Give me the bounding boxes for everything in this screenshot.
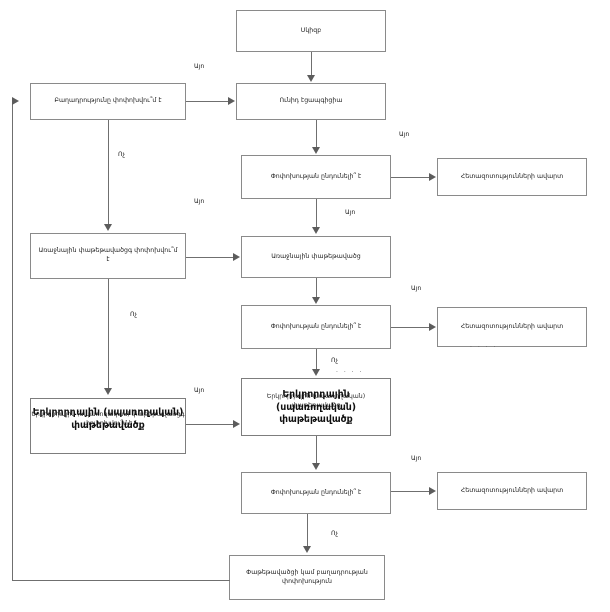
edge-secondary-packaging-to-acceptable3 (316, 436, 317, 464)
node-change-acceptable-3-label: Փոփոխության ընդունելի՞ է (270, 488, 362, 496)
edge-composition-to-primary-changes (108, 120, 109, 225)
edge-acceptable2-to-end2 (391, 327, 430, 328)
edge-acceptable2-to-end2-arrow (429, 323, 436, 331)
node-secondary-packaging-changes-big-label: Երկրորդային (սպառողական) փաթեթավածք (32, 407, 184, 431)
edge-label-yes-1: Այո (194, 63, 205, 70)
edge-acceptable2-to-secondary-packaging (316, 349, 317, 370)
node-composition-changes-label: Բաղադրությունը փոփոխվու՞մ է (54, 97, 162, 104)
edge-label-no-1: Ոչ (118, 151, 126, 158)
edge-secondary-packaging-to-acceptable3-arrow (312, 463, 320, 470)
node-primary-packaging-changes-label: Առաջնային փաթեթավածցգ փոփոխվու՞մ է (38, 247, 178, 263)
node-primary-packaging-changes: Առաջնային փաթեթավածցգ փոփոխվու՞մ է (30, 233, 186, 279)
node-change-acceptable-2-label: Փոփոխության ընդունելի՞ է (270, 322, 362, 330)
edge-label-yes-5: Այո (411, 285, 422, 292)
edge-acceptable1-to-primary-packaging-arrow (312, 227, 320, 234)
edge-acceptable3-to-end3 (391, 491, 430, 492)
edge-composition-to-primary-changes-arrow (104, 224, 112, 231)
edge-acceptable3-to-final-arrow (303, 546, 311, 553)
node-secondary-packaging-changes: Երկրորդային (սպառողական) փաթեթավածցգ փոփ… (30, 398, 186, 454)
node-composition-changes: Բաղադրությունը փոփոխվու՞մ է (30, 83, 186, 120)
edge-composition-to-exposition (186, 101, 229, 102)
edge-label-yes-4: Այո (345, 209, 356, 216)
edge-primary-changes-to-primary-packaging (186, 257, 234, 258)
node-change-acceptable-1: Փոփոխության ընդունելի՞ է (241, 155, 391, 199)
edge-label-yes-2: Այո (399, 131, 410, 138)
edge-acceptable3-to-end3-arrow (429, 487, 436, 495)
edge-start-to-exposition (311, 52, 312, 76)
node-secondary-packaging: Երկրորդային (սպառողական) փաթեթավածց Երկր… (241, 378, 391, 436)
node-change-acceptable-2: Փոփոխության ընդունելի՞ է (241, 305, 391, 349)
edge-label-yes-6: Այո (194, 387, 205, 394)
edge-primary-packaging-to-acceptable2-arrow (312, 297, 320, 304)
node-research-end-3-label: Հետազոտությունների ավարտ (460, 486, 564, 494)
decorative-dots-2: · · · · (470, 344, 498, 351)
edge-primary-changes-to-primary-packaging-arrow (233, 253, 240, 261)
node-research-end-2: Հետազոտությունների ավարտ (437, 307, 587, 347)
edge-label-no-2: Ոչ (130, 311, 138, 318)
edge-acceptable3-to-final (307, 514, 308, 547)
edge-label-no-4: Ոչ (331, 530, 339, 537)
edge-start-to-exposition-arrow (307, 75, 315, 82)
node-change-acceptable-1-label: Փոփոխության ընդունելի՞ է (270, 172, 362, 180)
edge-secondary-changes-to-secondary-packaging-arrow (233, 420, 240, 428)
decorative-dots-1: · · · · (336, 369, 364, 376)
node-primary-packaging: Առաջնային փաթեթավածց (241, 236, 391, 278)
node-primary-packaging-label: Առաջնային փաթեթավածց (271, 252, 361, 260)
node-research-end-3: Հետազոտությունների ավարտ (437, 472, 587, 510)
edge-acceptable1-to-end1 (391, 177, 430, 178)
edge-primary-changes-to-secondary-changes (108, 279, 109, 389)
left-return-bus-vertical (12, 101, 13, 580)
edge-label-no-3: Ոչ (331, 357, 339, 364)
node-change-acceptable-3: Փոփոխության ընդունելի՞ է (241, 472, 391, 514)
edge-composition-to-exposition-arrow (228, 97, 235, 105)
edge-primary-packaging-to-acceptable2 (316, 278, 317, 298)
node-research-end-2-label: Հետազոտությունների ավարտ (460, 322, 564, 330)
node-unique-exposition-label: Ունիդ էցապգիցիա (279, 97, 343, 104)
edge-label-yes-3: Այո (194, 198, 205, 205)
left-return-bus-arrow (12, 97, 19, 105)
edge-secondary-changes-to-secondary-packaging (186, 424, 234, 425)
left-return-bus-bottom (12, 580, 230, 581)
node-unique-exposition: Ունիդ էցապգիցիա (236, 83, 386, 120)
edge-acceptable1-to-end1-arrow (429, 173, 436, 181)
edge-label-yes-7: Այո (411, 455, 422, 462)
edge-acceptable2-to-secondary-packaging-arrow (312, 369, 320, 376)
edge-exposition-to-acceptable1 (316, 120, 317, 148)
edge-exposition-to-acceptable1-arrow (312, 147, 320, 154)
node-secondary-packaging-small-label: Երկրորդային (սպառողական) փաթեթավածց (266, 393, 366, 410)
node-secondary-packaging-big-label: Երկրորդային (սպառողական) փաթեթավածք (275, 389, 357, 426)
edge-acceptable1-to-primary-packaging (316, 199, 317, 228)
node-research-end-1: Հետազոտությունների ավարտ (437, 158, 587, 196)
node-packaging-or-composition-change-label: Փաթեթավածցի կամ բաղադրության փոփոխությու… (246, 568, 368, 585)
node-research-end-1-label: Հետազոտությունների ավարտ (460, 172, 564, 180)
node-secondary-packaging-changes-small-label: Երկրորդային (սպառողական) փաթեթավածցգ փոփ… (31, 411, 185, 428)
node-start-label: Սկիզբ (300, 26, 322, 34)
edge-primary-changes-to-secondary-changes-arrow (104, 388, 112, 395)
node-start: Սկիզբ (236, 10, 386, 52)
node-packaging-or-composition-change: Փաթեթավածցի կամ բաղադրության փոփոխությու… (229, 555, 385, 600)
